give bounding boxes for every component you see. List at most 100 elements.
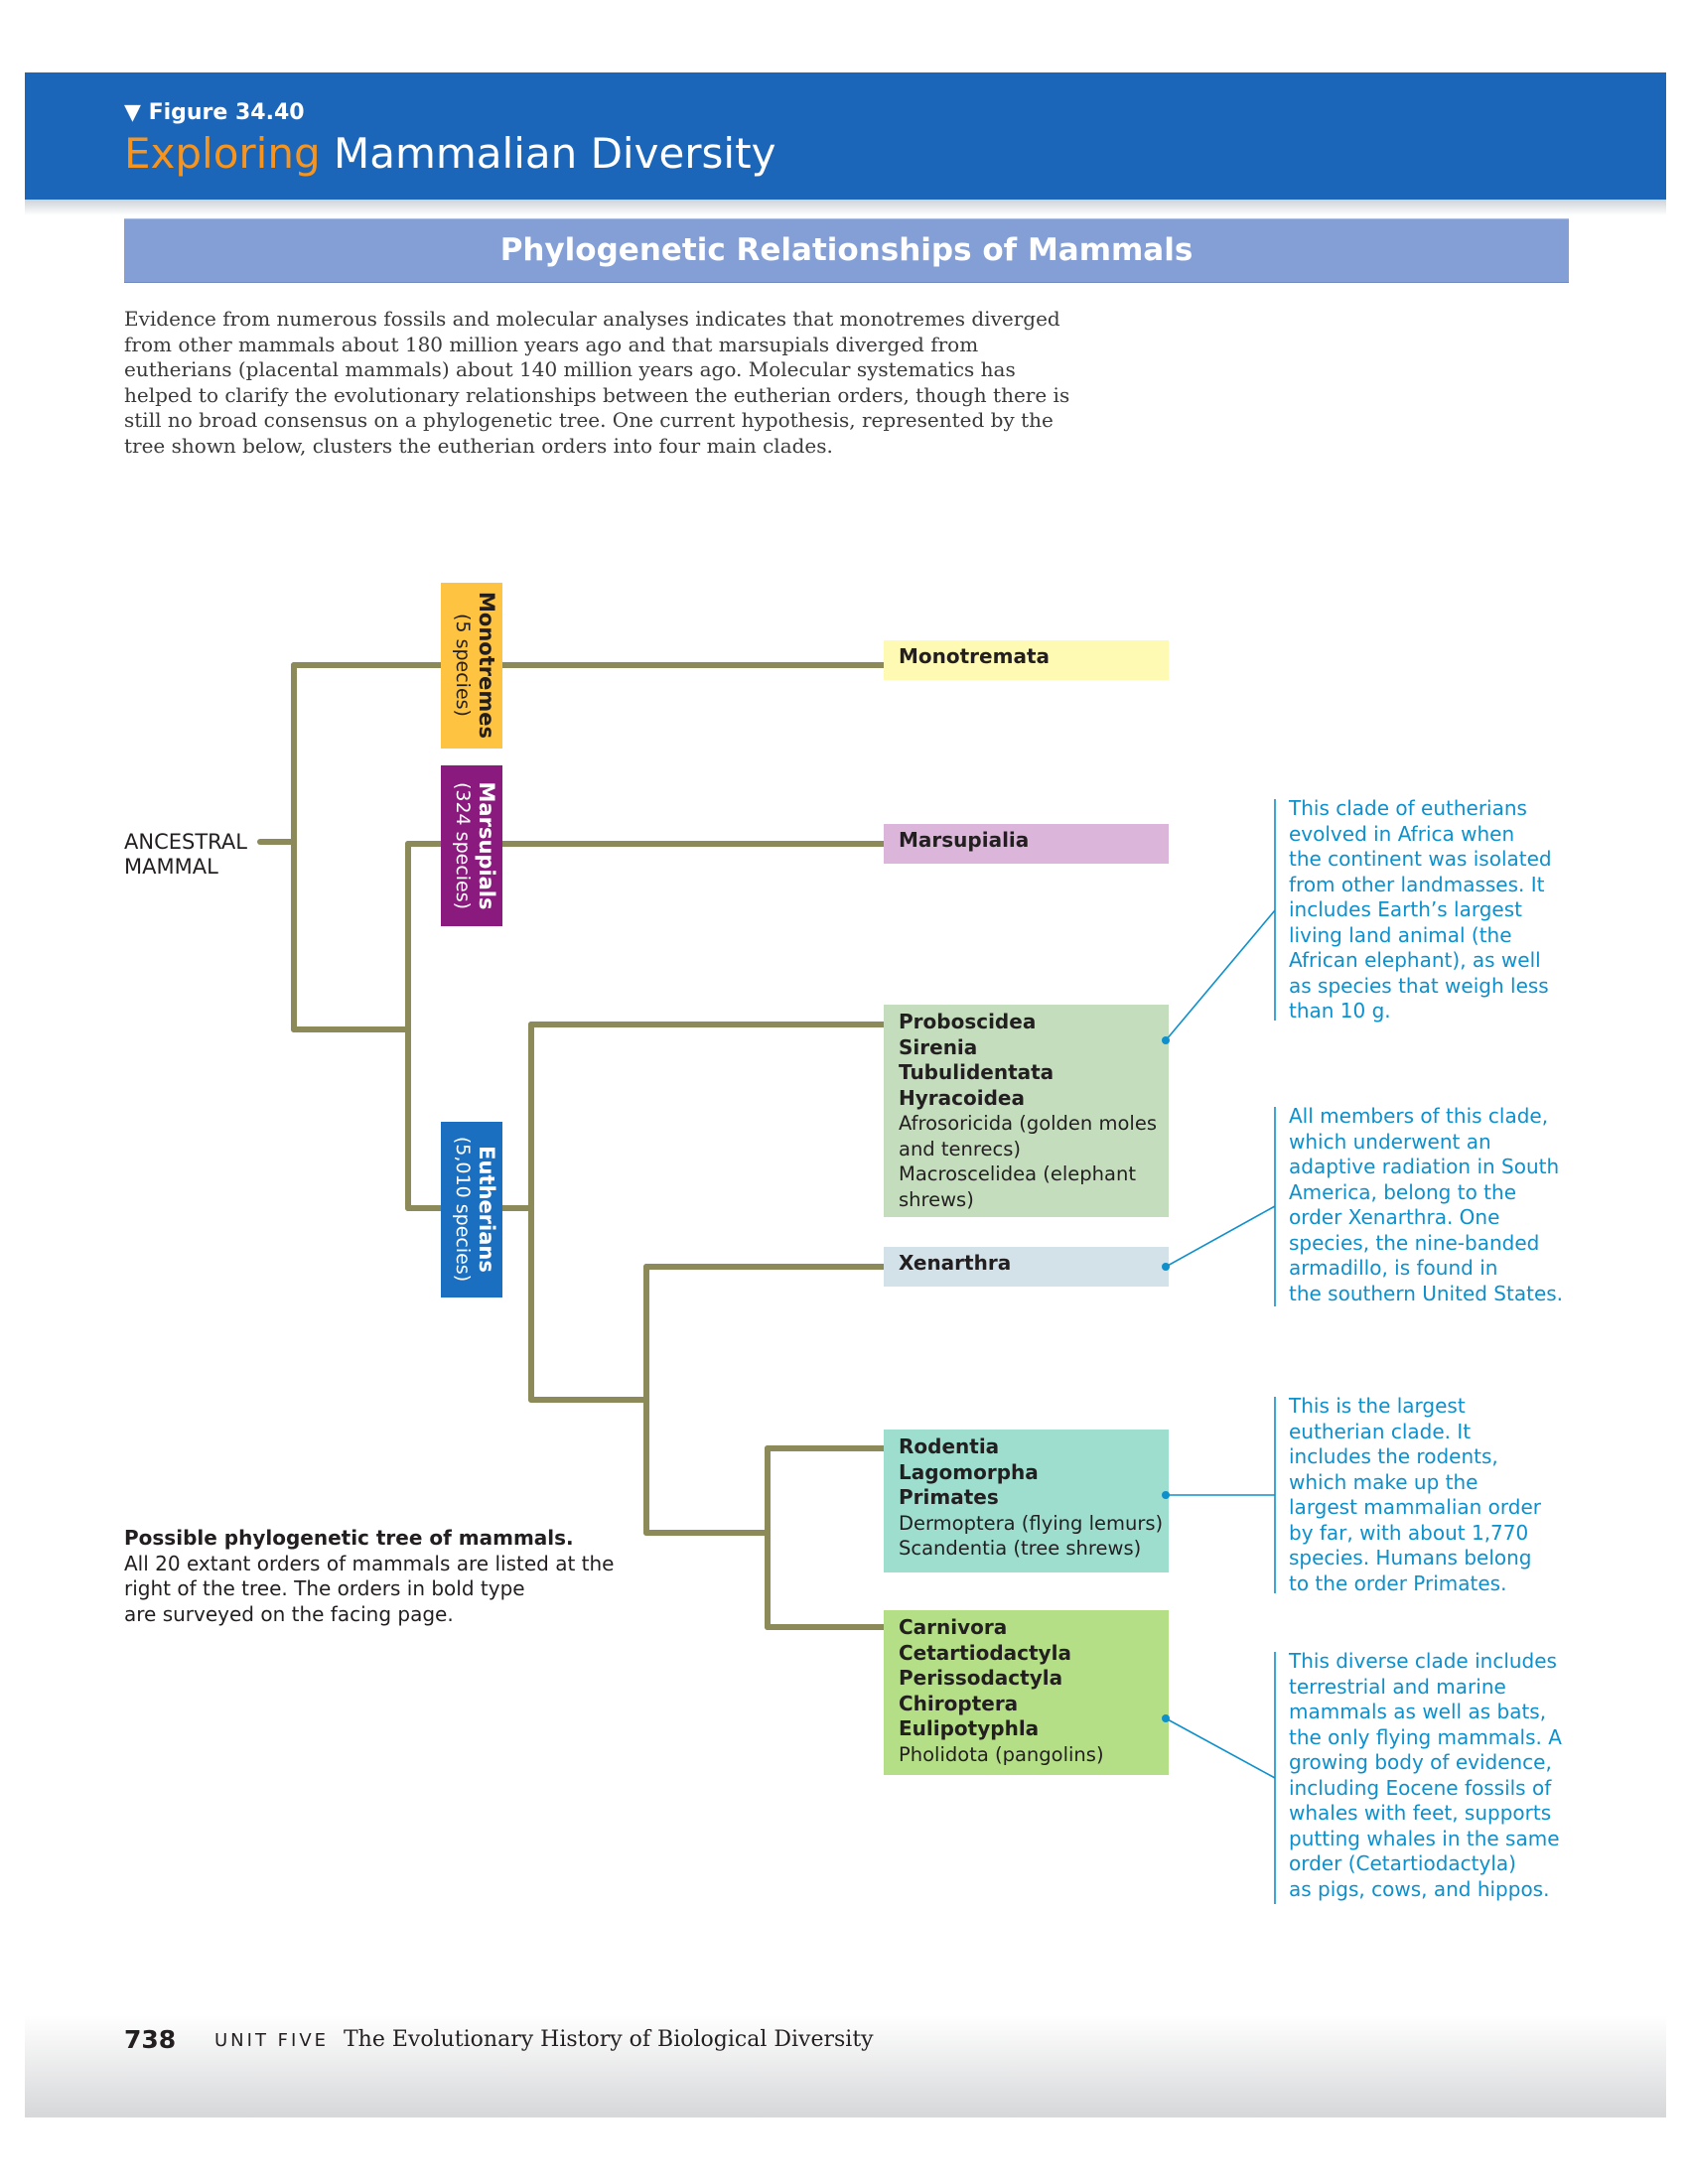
order-box-marsupialia-bg <box>884 824 1169 864</box>
order-box-afrotheria: Proboscidea Sirenia Tubulidentata Hyraco… <box>884 1006 1169 1212</box>
leader-dot-xenarthra <box>1162 1263 1170 1271</box>
order-name: Monotremata <box>899 644 1051 668</box>
caption-line: All 20 extant orders of mammals are list… <box>124 1551 615 1575</box>
running-title: The Evolutionary History of Biological D… <box>344 2027 874 2052</box>
annotation-line: This is the largest <box>1289 1394 1466 1418</box>
group-species-marsupials: (324 species) <box>452 782 474 909</box>
figure-number: ▼ Figure 34.40 <box>124 100 305 125</box>
order-name: Carnivora <box>899 1615 1008 1639</box>
annotation-line: terrestrial and marine <box>1289 1674 1506 1699</box>
order-box-marsupialia: Marsupialia <box>884 824 1169 854</box>
order-name-plain: Macroscelidea (elephant <box>899 1162 1136 1185</box>
order-box-xenarthra: Xenarthra <box>884 1247 1169 1277</box>
group-name-marsupials: Marsupials <box>475 782 498 910</box>
tree-branches <box>257 662 887 1630</box>
order-name: Marsupialia <box>899 828 1030 852</box>
group-bar-monotremes <box>441 583 502 749</box>
group-name-monotremes: Monotremes <box>475 592 498 739</box>
order-box-monotremata-bg <box>884 640 1169 680</box>
annotation-line: living land animal (the <box>1289 922 1512 947</box>
annotation-line: All members of this clade, <box>1289 1104 1549 1128</box>
ancestral-line-1: ANCESTRAL <box>124 830 247 854</box>
group-species-eutherians: (5,010 species) <box>452 1137 474 1282</box>
order-name: Rodentia <box>899 1434 1000 1458</box>
order-name: Primates <box>899 1485 999 1509</box>
order-box-euarchontoglires-bg <box>884 1430 1169 1572</box>
annotation-line: mammals as well as bats, <box>1289 1700 1547 1723</box>
group-label-marsupials: Marsupials (324 species) <box>441 765 502 926</box>
header-shadow <box>25 200 1666 215</box>
order-name-plain: Pholidota (pangolins) <box>899 1742 1104 1766</box>
order-name: Eulipotyphla <box>899 1716 1040 1740</box>
annotation-euarchontoglires: This is the largest eutherian clade. It … <box>1289 1394 1587 1596</box>
annotation-line: which underwent an <box>1289 1129 1491 1154</box>
group-bar-marsupials <box>441 765 502 926</box>
annotation-line: eutherian clade. It <box>1289 1419 1472 1443</box>
group-label-monotremes: Monotremes (5 species) <box>441 583 502 749</box>
figure-title-rest: Mammalian Diversity <box>320 129 776 178</box>
order-name-plain: Scandentia (tree shrews) <box>899 1537 1142 1560</box>
order-name: Hyracoidea <box>899 1085 1025 1110</box>
order-name-plain: Dermoptera (flying lemurs) <box>899 1511 1164 1535</box>
order-name: Lagomorpha <box>899 1459 1039 1484</box>
order-box-laurasiatheria: Carnivora Cetartiodactyla Perissodactyla… <box>884 1611 1169 1767</box>
annotation-line: than 10 g. <box>1289 999 1391 1023</box>
annotation-line: the only flying mammals. A <box>1289 1724 1562 1749</box>
group-label-eutherians: Eutherians (5,010 species) <box>441 1122 502 1297</box>
annotation-line: to the order Primates. <box>1289 1570 1507 1595</box>
ancestral-line-2: MAMMAL <box>124 855 218 879</box>
order-name-plain: and tenrecs) <box>899 1137 1021 1160</box>
annotation-leaders <box>1162 799 1276 1904</box>
caption-line: are surveyed on the facing page. <box>124 1601 454 1626</box>
order-box-monotremata: Monotremata <box>884 640 1169 670</box>
annotation-line: species. Humans belong <box>1289 1546 1532 1570</box>
order-name-plain: Afrosoricida (golden moles <box>899 1112 1157 1135</box>
annotation-line: as pigs, cows, and hippos. <box>1289 1876 1550 1901</box>
annotation-line: adaptive radiation in South <box>1289 1155 1560 1178</box>
annotation-line: by far, with about 1,770 <box>1289 1520 1529 1545</box>
leader-dot-afrotheria <box>1162 1036 1170 1044</box>
caption-line: right of the tree. The orders in bold ty… <box>124 1576 525 1600</box>
annotation-line: which make up the <box>1289 1469 1478 1494</box>
annotation-line: including Eocene fossils of <box>1289 1775 1552 1800</box>
header-band <box>25 72 1666 200</box>
leader-afrotheria <box>1165 909 1276 1041</box>
annotation-line: from other landmasses. It <box>1289 872 1545 896</box>
order-box-laurasiatheria-bg <box>884 1610 1169 1775</box>
annotation-line: America, belong to the <box>1289 1179 1516 1204</box>
figure-title-accent: Exploring <box>124 129 321 178</box>
annotation-line: whales with feet, supports <box>1289 1801 1552 1825</box>
figure-caption: Possible phylogenetic tree of mammals. A… <box>124 1526 640 1627</box>
annotation-line: largest mammalian order <box>1289 1495 1541 1519</box>
order-name: Perissodactyla <box>899 1666 1063 1690</box>
caption-title: Possible phylogenetic tree of mammals. <box>124 1526 574 1550</box>
leader-dot-laurasiatheria <box>1162 1714 1170 1722</box>
leader-xenarthra <box>1165 1205 1276 1268</box>
group-name-eutherians: Eutherians <box>475 1146 498 1273</box>
order-name: Tubulidentata <box>899 1060 1055 1084</box>
page-number: 738 <box>124 2025 177 2054</box>
annotation-line: growing body of evidence, <box>1289 1750 1552 1774</box>
annotation-line: order Xenarthra. One <box>1289 1205 1500 1229</box>
ancestral-mammal-label: ANCESTRAL MAMMAL <box>124 830 247 880</box>
annotation-line: order (Cetartiodactyla) <box>1289 1851 1516 1875</box>
order-box-afrotheria-bg <box>884 1005 1169 1217</box>
annotation-line: putting whales in the same <box>1289 1826 1560 1850</box>
annotation-line: This clade of eutherians <box>1289 796 1527 820</box>
section-title: Phylogenetic Relationships of Mammals <box>499 232 1194 268</box>
order-box-xenarthra-bg <box>884 1247 1169 1287</box>
annotation-line: as species that weigh less <box>1289 973 1549 998</box>
annotation-line: the continent was isolated <box>1289 847 1552 871</box>
annotation-afrotheria: This clade of eutherians evolved in Afri… <box>1289 796 1587 1024</box>
order-box-euarchontoglires: Rodentia Lagomorpha Primates Dermoptera … <box>884 1431 1169 1562</box>
annotation-line: includes Earth’s largest <box>1289 897 1522 921</box>
leader-laurasiatheria <box>1165 1717 1276 1779</box>
group-bar-eutherians <box>441 1122 502 1297</box>
annotation-xenarthra: All members of this clade, which underwe… <box>1289 1104 1587 1306</box>
figure-title: Exploring Mammalian Diversity <box>124 129 775 178</box>
order-name-plain: shrews) <box>899 1187 974 1211</box>
group-species-monotremes: (5 species) <box>452 614 474 717</box>
intro-paragraph: Evidence from numerous fossils and molec… <box>124 307 1070 458</box>
